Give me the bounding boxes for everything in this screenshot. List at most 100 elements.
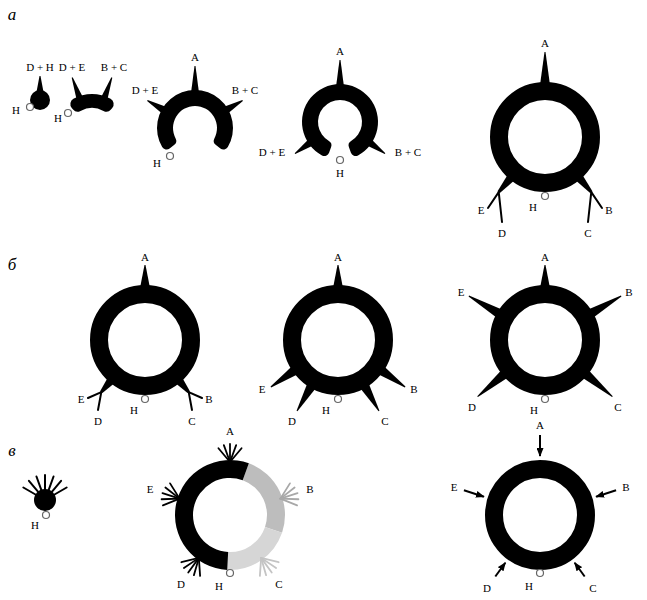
body-ring (494, 469, 586, 561)
tentacle-branch (98, 392, 101, 410)
body-ring (499, 91, 591, 183)
part-label: B + C (232, 85, 258, 96)
tentacle-spike (100, 377, 115, 393)
part-label: B (205, 394, 212, 405)
tentacle-branch (170, 483, 180, 498)
part-label: E (451, 482, 458, 493)
hypostome-pore (43, 512, 50, 519)
part-label: D (498, 228, 506, 239)
part-label: C (584, 228, 591, 239)
tentacle-branch (181, 558, 198, 562)
tentacle-spike (469, 296, 503, 319)
part-label: E (259, 384, 266, 395)
signal-arrow (464, 490, 484, 496)
tentacle-branch (36, 477, 41, 492)
part-label: D + E (132, 85, 158, 96)
part-label: C (275, 579, 282, 590)
signal-arrow (539, 435, 541, 456)
tentacle-spike (477, 370, 508, 397)
hypostome-pore (337, 157, 344, 164)
tentacle-spike (540, 265, 550, 288)
part-label: D (288, 416, 296, 427)
part-label: C (188, 416, 195, 427)
tentacle-branch (499, 192, 502, 222)
part-label: H (215, 581, 223, 592)
tentacle-branch (165, 488, 179, 499)
tentacle-spike (101, 77, 113, 100)
part-label: D (177, 579, 185, 590)
signal-arrow (596, 490, 616, 496)
part-label: A (226, 426, 234, 437)
part-label: E (478, 205, 485, 216)
body-ring (99, 294, 191, 386)
part-label: B (625, 287, 632, 298)
body-ring (243, 463, 285, 532)
tentacle-branch (280, 493, 297, 499)
part-label: H (153, 158, 161, 169)
tentacle-spike (498, 174, 515, 193)
tentacle-spike (575, 174, 592, 193)
part-label: A (336, 46, 344, 57)
part-label: A (541, 38, 549, 49)
part-label: D + H (26, 62, 54, 73)
hypostome-pore (537, 570, 544, 577)
tentacle-spike (271, 366, 299, 388)
part-label: C (381, 416, 388, 427)
tentacle-spike (191, 66, 199, 93)
body-ring (157, 90, 233, 150)
body-ring (292, 294, 384, 386)
part-label: B + C (395, 147, 421, 158)
hypostome-pore (65, 110, 72, 117)
tentacle-branch (189, 392, 192, 410)
part-label: B (605, 205, 612, 216)
tentacle-branch (591, 192, 602, 208)
tentacle-spike (540, 52, 550, 85)
part-label: D (483, 583, 491, 594)
hypostome-pore (167, 153, 174, 160)
part-label: H (130, 405, 138, 416)
panel-letter: б (8, 256, 17, 273)
tentacle-spike (295, 139, 314, 154)
part-label: B (410, 384, 417, 395)
hypostome-pore (335, 396, 342, 403)
part-label: A (191, 52, 199, 63)
tentacle-spike (147, 100, 167, 114)
tentacle-branch (199, 558, 200, 576)
part-label: D + E (259, 147, 285, 158)
body-ring (499, 294, 591, 386)
tentacle-spike (140, 265, 150, 288)
signal-arrow (495, 563, 505, 577)
body-ring (175, 460, 249, 570)
tentacle-branch (260, 558, 261, 576)
part-label: D + E (59, 62, 85, 73)
signal-arrow (575, 563, 585, 577)
tentacle-spike (37, 76, 44, 92)
part-label: E (147, 484, 154, 495)
tentacle-branch (261, 558, 266, 575)
part-label: C (614, 402, 621, 413)
part-label: H (336, 168, 344, 179)
tentacle-branch (88, 392, 101, 398)
tentacle-spike (336, 60, 344, 87)
part-label: A (536, 420, 544, 431)
tentacle-spike (588, 296, 622, 319)
part-label: A (541, 252, 549, 263)
tentacle-branch (224, 445, 230, 462)
part-label: H (525, 581, 533, 592)
tentacle-branch (189, 392, 202, 398)
tentacle-spike (333, 265, 343, 288)
panel-letter: а (8, 6, 17, 23)
tentacle-branch (230, 448, 242, 462)
tentacle-branch (280, 499, 297, 506)
part-label: H (529, 202, 537, 213)
part-label: H (322, 405, 330, 416)
tentacle-branch (588, 192, 591, 222)
part-label: H (530, 405, 538, 416)
part-label: D (94, 416, 102, 427)
tentacle-spike (175, 377, 190, 393)
hypostome-pore (542, 396, 549, 403)
part-label: B (622, 482, 629, 493)
